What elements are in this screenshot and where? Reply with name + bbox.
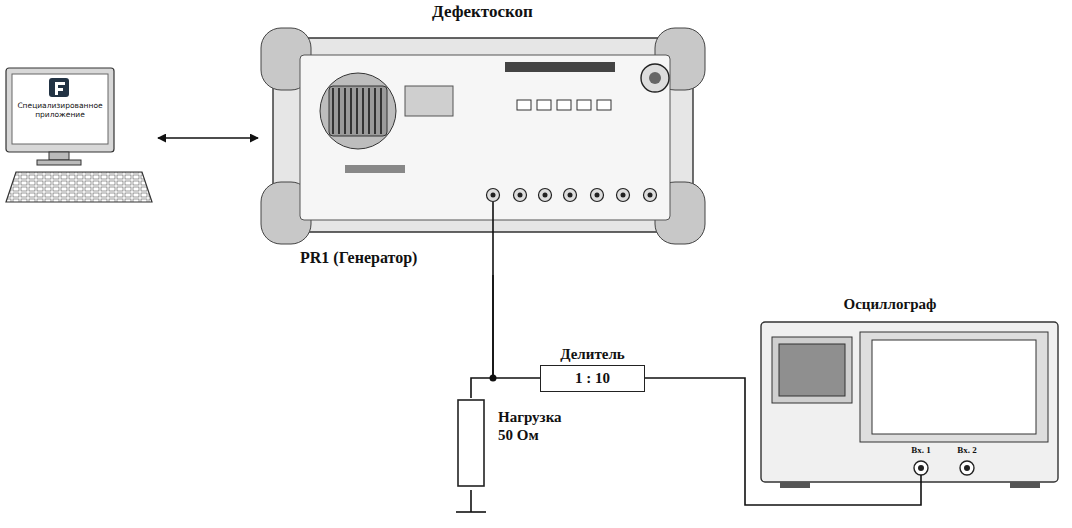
divider-title: Делитель xyxy=(541,346,644,363)
computer-node: Специализированное приложение xyxy=(4,66,154,206)
flaw-detector-illustration xyxy=(255,0,710,275)
app-caption: Специализированное приложение xyxy=(12,102,108,119)
data-link-arrow xyxy=(158,137,258,138)
load-caption: Нагрузка 50 Ом xyxy=(498,408,574,444)
device-title: Дефектоскоп xyxy=(255,2,710,22)
signal-wire xyxy=(493,275,540,378)
load-resistor-node: Нагрузка 50 Ом xyxy=(452,398,582,490)
signal-wire xyxy=(471,275,493,398)
input-label: Вх. 2 xyxy=(957,446,976,455)
device-caption: PR1 (Генератор) xyxy=(300,249,417,267)
oscilloscope-node: Осциллограф xyxy=(760,292,1060,490)
ground-wire xyxy=(456,490,486,512)
input-label: Вх. 1 xyxy=(911,446,930,455)
flaw-detector-node: ДефектоскопPR1 (Генератор) xyxy=(255,0,710,275)
oscilloscope-title: Осциллограф xyxy=(760,296,1020,313)
oscilloscope-illustration xyxy=(760,292,1060,490)
computer-illustration xyxy=(4,66,154,206)
divider-ratio: 1 : 10 xyxy=(575,370,610,387)
divider-box: Делитель1 : 10 xyxy=(540,365,645,392)
